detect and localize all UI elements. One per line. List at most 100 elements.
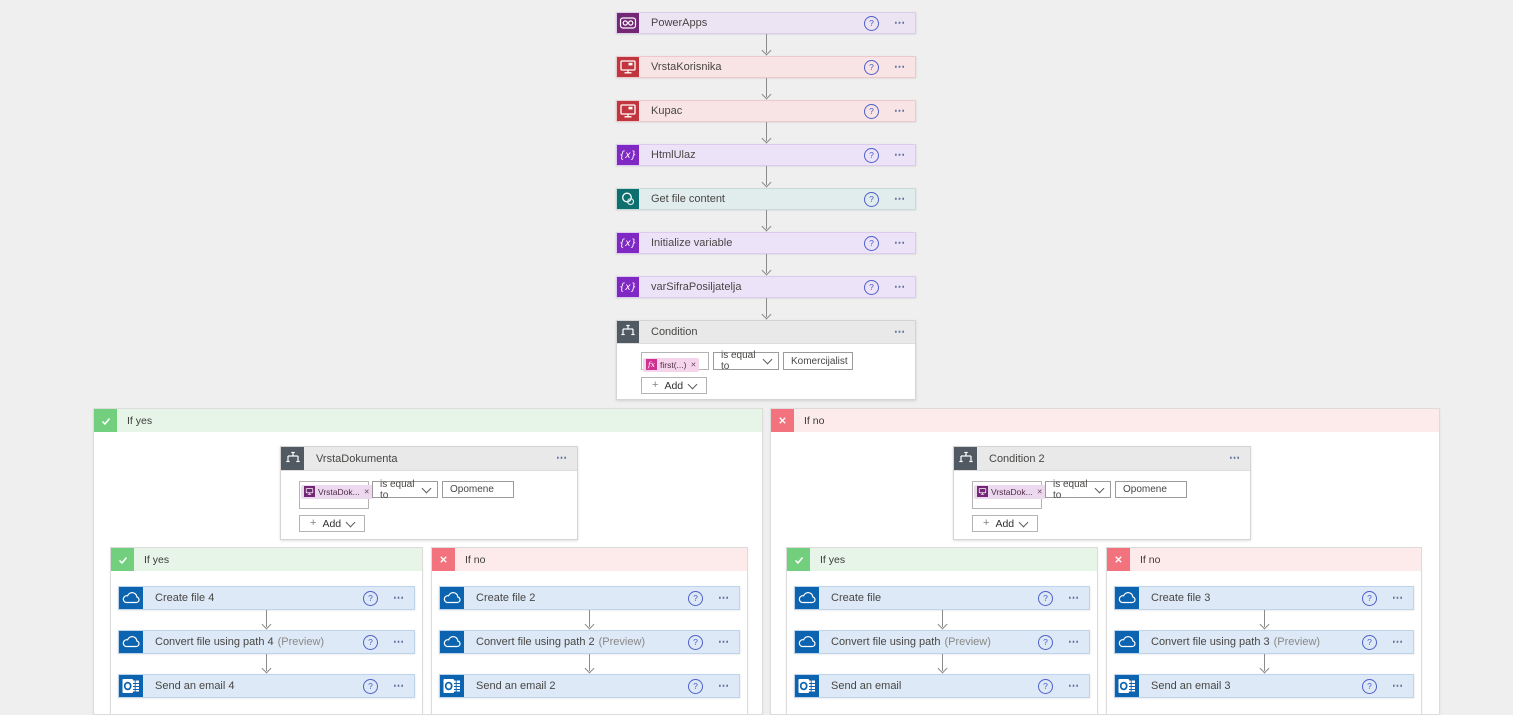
- powerapps-monitor-icon: [617, 101, 639, 121]
- if-no-header[interactable]: If no: [771, 409, 1439, 432]
- operator-dropdown[interactable]: is equal to: [713, 350, 779, 372]
- help-icon[interactable]: ?: [864, 235, 879, 251]
- action-create-file-4[interactable]: Create file 4 ? ⋯: [118, 586, 415, 610]
- action-vrstakorisnika[interactable]: VrstaKorisnika ? ⋯: [616, 56, 916, 78]
- if-no-header[interactable]: If no: [1107, 548, 1421, 571]
- value-input[interactable]: Opomene: [442, 481, 514, 498]
- menu-icon[interactable]: ⋯: [894, 60, 907, 73]
- action-send-email-2[interactable]: Send an email 2 ? ⋯: [439, 674, 740, 698]
- menu-icon[interactable]: ⋯: [1068, 635, 1081, 648]
- operator-dropdown[interactable]: is equal to: [1045, 479, 1111, 501]
- help-icon[interactable]: ?: [1038, 590, 1053, 606]
- action-send-email-4[interactable]: Send an email 4 ? ⋯: [118, 674, 415, 698]
- dynamic-content-token[interactable]: VrstaDok... ✕: [974, 484, 1046, 499]
- action-convert-file[interactable]: Convert file using path (Preview) ? ⋯: [794, 630, 1090, 654]
- action-create-file[interactable]: Create file ? ⋯: [794, 586, 1090, 610]
- help-icon[interactable]: ?: [1362, 634, 1377, 650]
- action-convert-file-2[interactable]: Convert file using path 2 (Preview) ? ⋯: [439, 630, 740, 654]
- help-icon[interactable]: ?: [363, 590, 378, 606]
- menu-icon[interactable]: ⋯: [1068, 591, 1081, 604]
- action-kupac[interactable]: Kupac ? ⋯: [616, 100, 916, 122]
- value-input[interactable]: Opomene: [1115, 481, 1187, 498]
- action-htmlulaz[interactable]: {x} HtmlUlaz ? ⋯: [616, 144, 916, 166]
- help-icon[interactable]: ?: [1038, 678, 1053, 694]
- help-icon[interactable]: ?: [864, 59, 879, 75]
- operator-value: is equal to: [721, 350, 756, 372]
- menu-icon[interactable]: ⋯: [1229, 452, 1242, 464]
- condition-header[interactable]: Condition 2 ⋯: [954, 447, 1250, 471]
- condition-operand-box[interactable]: fx first(...) ✕: [641, 352, 709, 372]
- if-no-header[interactable]: If no: [432, 548, 747, 571]
- help-icon[interactable]: ?: [688, 678, 703, 694]
- powerapps-monitor-icon: [617, 57, 639, 77]
- token-close-icon[interactable]: ✕: [690, 361, 697, 369]
- help-icon[interactable]: ?: [864, 147, 879, 163]
- help-icon[interactable]: ?: [864, 15, 879, 31]
- action-convert-file-3[interactable]: Convert file using path 3 (Preview) ? ⋯: [1114, 630, 1414, 654]
- if-yes-header[interactable]: If yes: [787, 548, 1097, 571]
- powerapps-monitor-icon: [977, 486, 988, 497]
- action-label: VrstaKorisnika: [651, 61, 722, 73]
- onedrive-icon: [795, 587, 819, 609]
- menu-icon[interactable]: ⋯: [393, 679, 406, 692]
- expression-token[interactable]: fx first(...) ✕: [643, 357, 700, 372]
- action-label: Initialize variable: [651, 237, 733, 249]
- action-convert-file-4[interactable]: Convert file using path 4 (Preview) ? ⋯: [118, 630, 415, 654]
- menu-icon[interactable]: ⋯: [718, 591, 731, 604]
- condition-header[interactable]: Condition ⋯: [617, 321, 915, 344]
- help-icon[interactable]: ?: [363, 634, 378, 650]
- menu-icon[interactable]: ⋯: [393, 635, 406, 648]
- if-yes-header[interactable]: If yes: [111, 548, 422, 571]
- value-input[interactable]: Komercijalist: [783, 352, 853, 370]
- menu-icon[interactable]: ⋯: [894, 280, 907, 293]
- menu-icon[interactable]: ⋯: [556, 452, 569, 464]
- add-button[interactable]: + Add: [641, 377, 708, 394]
- action-create-file-2[interactable]: Create file 2 ? ⋯: [439, 586, 740, 610]
- check-icon: [111, 548, 134, 571]
- menu-icon[interactable]: ⋯: [1068, 679, 1081, 692]
- menu-icon[interactable]: ⋯: [718, 635, 731, 648]
- condition-title: VrstaDokumenta: [316, 452, 398, 465]
- action-create-file-3[interactable]: Create file 3 ? ⋯: [1114, 586, 1414, 610]
- add-button[interactable]: + Add: [972, 515, 1039, 532]
- action-label: Send an email 2: [476, 680, 556, 692]
- action-send-email[interactable]: Send an email ? ⋯: [794, 674, 1090, 698]
- operator-dropdown[interactable]: is equal to: [372, 479, 438, 501]
- menu-icon[interactable]: ⋯: [1392, 679, 1405, 692]
- menu-icon[interactable]: ⋯: [393, 591, 406, 604]
- action-send-email-3[interactable]: Send an email 3 ? ⋯: [1114, 674, 1414, 698]
- menu-icon[interactable]: ⋯: [894, 236, 907, 249]
- condition-header[interactable]: VrstaDokumenta ⋯: [281, 447, 577, 471]
- help-icon[interactable]: ?: [1362, 678, 1377, 694]
- help-icon[interactable]: ?: [688, 634, 703, 650]
- menu-icon[interactable]: ⋯: [1392, 635, 1405, 648]
- action-varsifraposiljatelja[interactable]: {x} varSifraPosiljatelja ? ⋯: [616, 276, 916, 298]
- condition-operand-box[interactable]: VrstaDok... ✕: [972, 481, 1046, 509]
- help-icon[interactable]: ?: [688, 590, 703, 606]
- dynamic-content-token[interactable]: VrstaDok... ✕: [301, 484, 373, 499]
- token-close-icon[interactable]: ✕: [1036, 488, 1043, 496]
- branch-label: If yes: [127, 414, 153, 427]
- help-icon[interactable]: ?: [864, 279, 879, 295]
- action-initialize-variable[interactable]: {x} Initialize variable ? ⋯: [616, 232, 916, 254]
- menu-icon[interactable]: ⋯: [894, 325, 907, 338]
- action-label: Kupac: [651, 105, 683, 117]
- condition-operand-box[interactable]: VrstaDok... ✕: [299, 481, 373, 509]
- help-icon[interactable]: ?: [864, 103, 879, 119]
- action-get-file-content[interactable]: Get file content ? ⋯: [616, 188, 916, 210]
- token-close-icon[interactable]: ✕: [363, 488, 370, 496]
- if-yes-header[interactable]: If yes: [94, 409, 762, 432]
- menu-icon[interactable]: ⋯: [894, 16, 907, 29]
- menu-icon[interactable]: ⋯: [1392, 591, 1405, 604]
- menu-icon[interactable]: ⋯: [894, 192, 907, 205]
- menu-icon[interactable]: ⋯: [894, 104, 907, 117]
- action-powerapps-trigger[interactable]: PowerApps ? ⋯: [616, 12, 916, 34]
- menu-icon[interactable]: ⋯: [718, 679, 731, 692]
- onedrive-icon: [119, 587, 143, 609]
- menu-icon[interactable]: ⋯: [894, 148, 907, 161]
- help-icon[interactable]: ?: [363, 678, 378, 694]
- help-icon[interactable]: ?: [864, 191, 879, 207]
- help-icon[interactable]: ?: [1362, 590, 1377, 606]
- help-icon[interactable]: ?: [1038, 634, 1053, 650]
- add-button[interactable]: + Add: [299, 515, 366, 532]
